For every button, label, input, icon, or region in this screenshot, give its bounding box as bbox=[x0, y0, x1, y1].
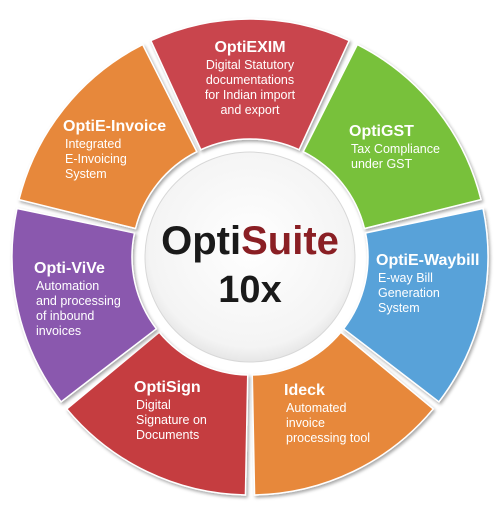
segment-desc-line-optisign: Digital bbox=[136, 398, 171, 412]
center-subtitle: 10x bbox=[218, 269, 281, 311]
segment-desc-line-optie-invoice: Integrated bbox=[65, 137, 121, 151]
segment-desc-line-optiexim: Digital Statutory bbox=[206, 58, 295, 72]
segment-desc-line-ideck: Automated bbox=[286, 401, 347, 415]
segment-optiexim: OptiEXIM Digital Statutorydocumentationsf… bbox=[149, 18, 351, 151]
segment-desc-line-optiexim: documentations bbox=[206, 73, 294, 87]
segment-title-opti-vive: Opti-ViVe bbox=[34, 260, 105, 277]
center-title-opti: Opti bbox=[161, 219, 241, 263]
segment-desc-line-optisign: Signature on bbox=[136, 413, 207, 427]
segment-desc-line-opti-vive: invoices bbox=[36, 324, 81, 338]
segment-desc-line-opti-vive: and processing bbox=[36, 294, 121, 308]
segment-desc-line-opti-vive: Automation bbox=[36, 279, 99, 293]
segment-shape-opti-vive bbox=[11, 207, 158, 403]
segment-desc-line-optisign: Documents bbox=[136, 428, 199, 442]
segment-title-ideck: Ideck bbox=[284, 382, 325, 399]
segment-desc-line-optigst: under GST bbox=[351, 157, 413, 171]
segment-desc-line-optiexim: and export bbox=[220, 103, 280, 117]
segment-shape-optie-invoice bbox=[18, 43, 198, 230]
segment-desc-line-optie-invoice: E-Invoicing bbox=[65, 152, 127, 166]
segment-shape-optigst bbox=[302, 43, 482, 230]
segment-desc-line-optiexim: for Indian import bbox=[205, 88, 296, 102]
segment-shape-optiexim bbox=[149, 18, 351, 151]
segment-desc-line-opti-vive: of inbound bbox=[36, 309, 94, 323]
center-title: OptiSuite bbox=[161, 219, 339, 263]
segment-shape-optisign bbox=[65, 331, 249, 496]
segments-layer: OptiEXIM Digital Statutorydocumentationsf… bbox=[11, 18, 489, 496]
segment-desc-line-optie-waybill: E-way Bill bbox=[378, 271, 433, 285]
segment-title-optigst: OptiGST bbox=[349, 123, 414, 140]
segment-desc-line-optigst: Tax Compliance bbox=[351, 142, 440, 156]
segment-shape-ideck bbox=[251, 331, 435, 496]
segment-desc-line-ideck: processing tool bbox=[286, 431, 370, 445]
segment-title-optiexim: OptiEXIM bbox=[214, 39, 285, 56]
segment-title-optie-waybill: OptiE-Waybill bbox=[376, 252, 479, 269]
center-hub: OptiSuite 10x bbox=[144, 151, 356, 363]
segment-desc-line-optie-invoice: System bbox=[65, 167, 107, 181]
segment-desc-line-ideck: invoice bbox=[286, 416, 325, 430]
center-title-suite: Suite bbox=[241, 219, 339, 263]
segment-title-optisign: OptiSign bbox=[134, 379, 201, 396]
segment-desc-line-optie-waybill: System bbox=[378, 301, 420, 315]
segment-title-optie-invoice: OptiE-Invoice bbox=[63, 118, 166, 135]
segment-shape-optie-waybill bbox=[342, 207, 489, 403]
center-circle bbox=[144, 151, 356, 363]
segment-desc-line-optie-waybill: Generation bbox=[378, 286, 440, 300]
